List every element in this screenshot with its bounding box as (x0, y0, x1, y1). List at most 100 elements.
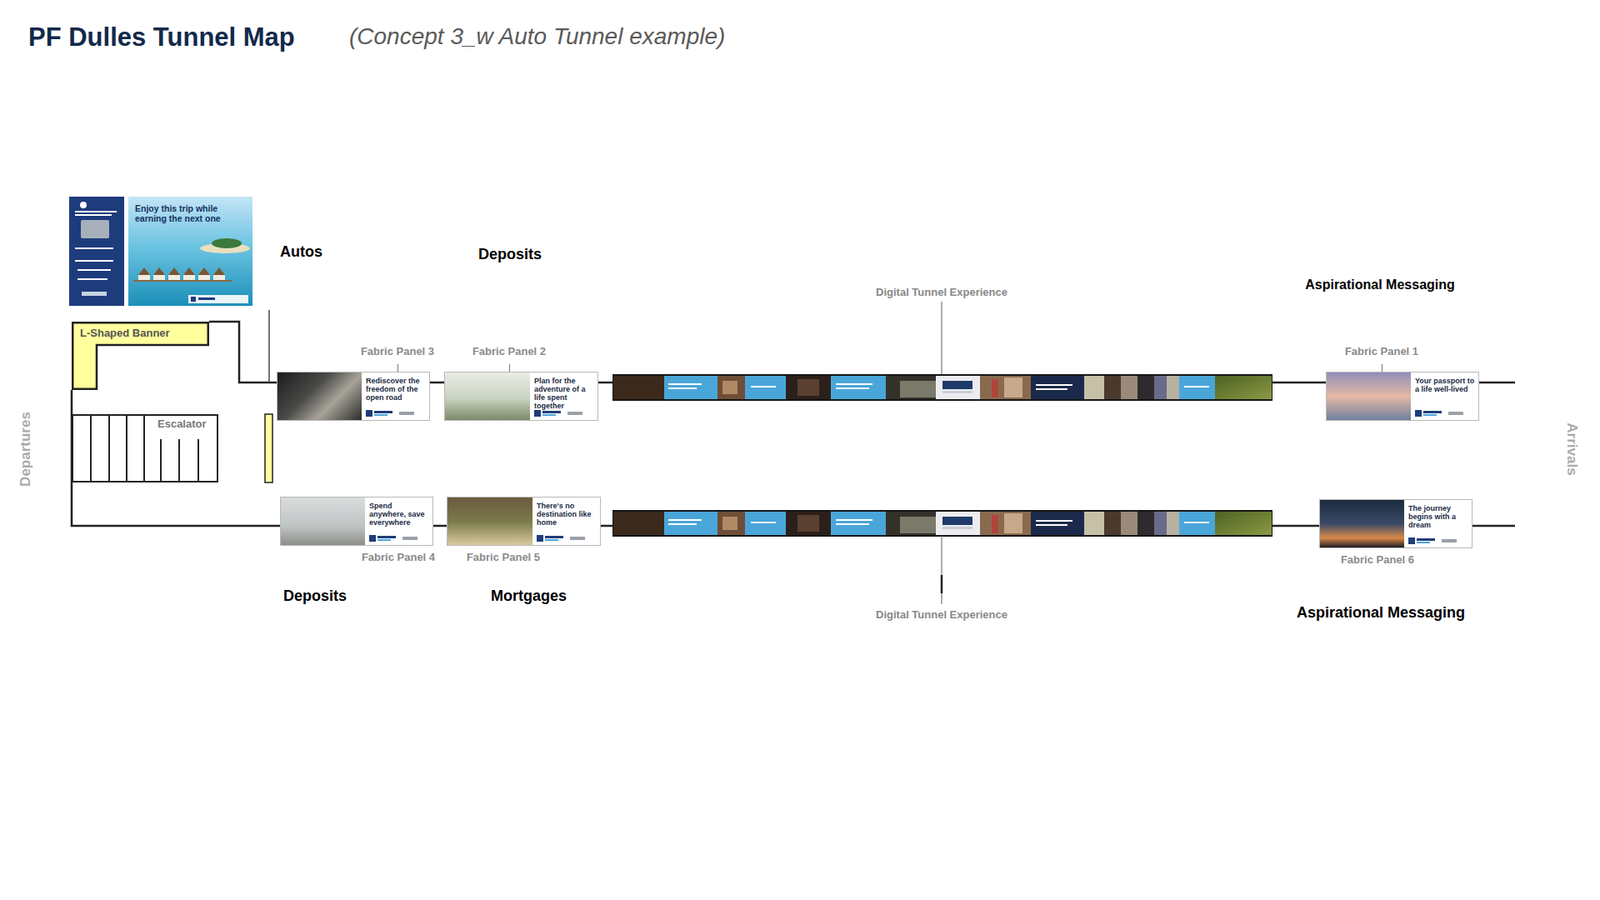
logo-mark (567, 411, 583, 415)
fabric-panel: Spend anywhere, save everywhereFabric Pa… (280, 496, 434, 546)
panel-copy-area: Your passport to a life well-lived (1410, 372, 1479, 420)
penfed-logo (1415, 410, 1465, 418)
panel-name: Fabric Panel 4 (361, 551, 435, 565)
fabric-panel: Rediscover the freedom of the open roadF… (276, 371, 430, 421)
bungalow (198, 275, 210, 280)
panel-headline: Your passport to a life well-lived (1415, 376, 1475, 394)
poster-line (75, 247, 114, 250)
logo-mark (534, 410, 541, 417)
panel-name: Fabric Panel 6 (1340, 554, 1415, 567)
poster-logo (81, 291, 107, 296)
panel-headline: The journey begins with a dream (1408, 504, 1469, 530)
panel-photo (445, 372, 530, 420)
penfed-logo (1408, 537, 1459, 545)
bungalow (138, 275, 150, 280)
logo-dot (80, 201, 87, 209)
penfed-logo (536, 535, 587, 543)
logo-mark (365, 410, 373, 417)
bungalow-roof (213, 267, 225, 275)
wall (433, 525, 447, 528)
category-label: Deposits (478, 245, 542, 264)
poster-logo (190, 296, 196, 302)
fabric-panel: The journey begins with a dreamFabric Pa… (1319, 499, 1473, 549)
step-line (125, 414, 128, 483)
leader-line (940, 575, 944, 594)
logo-mark (369, 535, 376, 542)
panel-photo (447, 497, 533, 545)
banner-label: L-Shaped Banner (80, 326, 170, 340)
leader-tick (509, 364, 510, 372)
bungalow-roof (198, 267, 210, 275)
panel-photo (1326, 372, 1411, 420)
digital-tunnel-screen (612, 510, 1273, 537)
logo-mark (399, 411, 415, 415)
panel-photo (277, 372, 362, 420)
fabric-panel: Plan for the adventure of a life spent t… (444, 371, 599, 421)
logo-mark (542, 410, 561, 414)
logo-mark (570, 536, 585, 540)
step-line (197, 439, 200, 483)
wall (1272, 525, 1320, 528)
step-line (160, 439, 162, 483)
penfed-logo (534, 410, 585, 418)
logo-mark (1448, 411, 1464, 415)
subtitle: (Concept 3_w Auto Tunnel example) (349, 23, 725, 50)
panel-name: Fabric Panel 2 (472, 345, 546, 359)
panel-copy-area: Plan for the adventure of a life spent t… (530, 372, 598, 420)
bungalow-roof (138, 267, 150, 275)
escalator-box: Escalator (71, 414, 219, 483)
bungalow (153, 275, 165, 280)
category-label: Aspirational Messaging (1296, 604, 1465, 622)
category-label: Mortgages (490, 587, 567, 605)
bungalow-roof (168, 267, 180, 275)
logo-mark (542, 414, 556, 416)
poster-line (75, 214, 112, 216)
bungalow (213, 275, 225, 280)
step-line (108, 414, 110, 483)
zone-label: Digital Tunnel Experience (875, 286, 1008, 300)
island-trees (211, 238, 242, 249)
poster-line (75, 260, 114, 262)
banner-shape (72, 322, 209, 390)
panel-copy-area: The journey begins with a dream (1404, 500, 1472, 548)
logo-mark (1408, 537, 1415, 545)
panel-copy-area: Rediscover the freedom of the open road (361, 372, 430, 420)
direction-label: Departures (17, 411, 35, 487)
poster-headline: Enjoy this trip while earning the next o… (135, 203, 246, 224)
poster-line (77, 278, 108, 280)
panel-photo (280, 497, 365, 545)
digital-tunnel-screen (612, 374, 1273, 401)
panel-name: Fabric Panel 5 (466, 551, 540, 565)
category-label: Deposits (283, 587, 347, 605)
category-label: Autos (280, 243, 323, 261)
wall (600, 525, 613, 528)
category-label: Aspirational Messaging (1305, 277, 1455, 293)
penfed-logo (365, 410, 416, 418)
wall (71, 390, 280, 526)
left-card-poster (69, 196, 125, 306)
divider-line (268, 310, 270, 383)
wall (430, 381, 445, 385)
panel-name: Fabric Panel 1 (1345, 345, 1419, 359)
fabric-panel: There's no destination like homeFabric P… (446, 496, 601, 546)
l-shaped-banner: L-Shaped Banner (71, 321, 210, 390)
panel-headline: Rediscover the freedom of the open road (365, 376, 426, 402)
poster-line (75, 210, 117, 213)
island-poster-photo (128, 196, 253, 306)
step-line (90, 414, 92, 483)
bungalow (183, 275, 195, 280)
tunnel-walls (71, 321, 1515, 526)
logo-mark (402, 536, 418, 540)
credit-card (80, 220, 110, 239)
pier (133, 280, 232, 282)
poster-line (77, 269, 111, 271)
logo-mark (545, 539, 559, 541)
wall (1472, 525, 1515, 528)
leader-line (940, 301, 942, 375)
penfed-logo (369, 535, 420, 543)
logo-mark (1416, 538, 1435, 541)
zone-label: Digital Tunnel Experience (875, 609, 1008, 622)
logo-mark (374, 414, 388, 416)
logo-mark (1416, 541, 1430, 544)
